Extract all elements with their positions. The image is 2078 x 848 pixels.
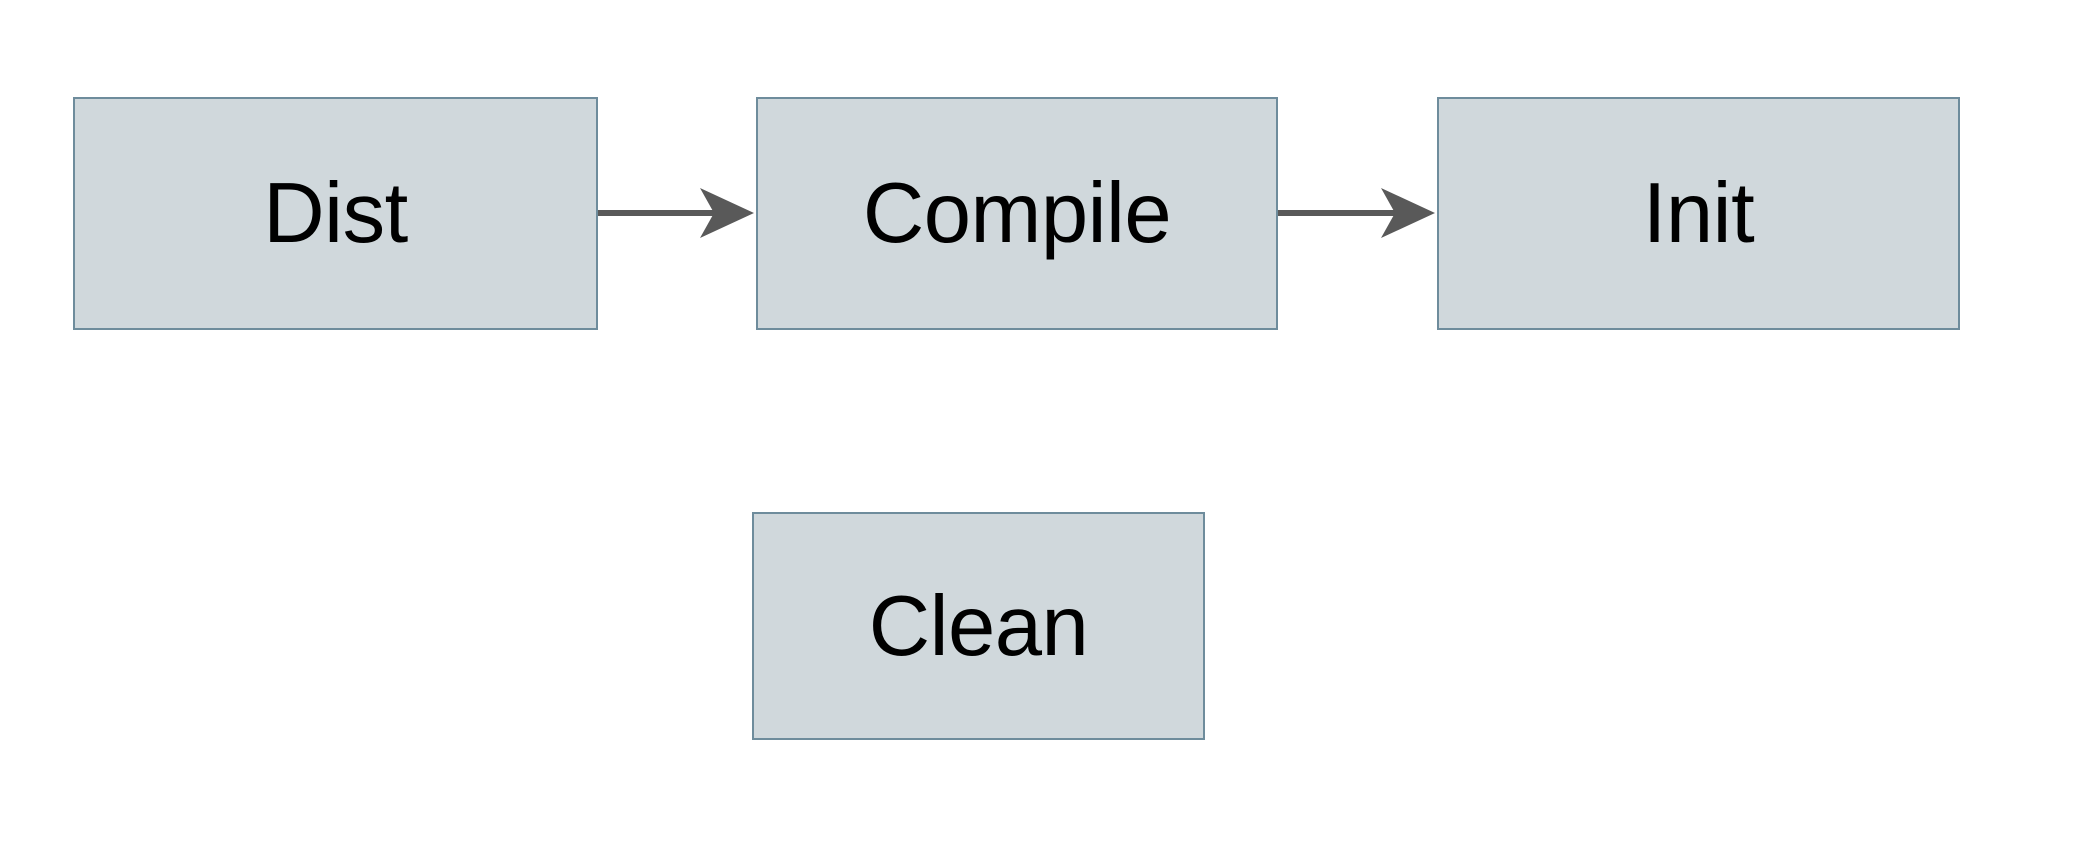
arrowhead-icon [700,188,754,238]
node-label-clean: Clean [868,578,1089,674]
node-compile[interactable]: Compile [756,97,1278,330]
node-label-dist: Dist [263,166,408,261]
node-label-init: Init [1642,166,1755,261]
arrowhead-icon [1381,188,1435,238]
edge-dist-to-compile[interactable] [598,188,754,238]
node-clean[interactable]: Clean [752,512,1205,740]
node-init[interactable]: Init [1437,97,1960,330]
edge-compile-to-init[interactable] [1278,188,1435,238]
node-label-compile: Compile [862,166,1172,261]
node-dist[interactable]: Dist [73,97,598,330]
